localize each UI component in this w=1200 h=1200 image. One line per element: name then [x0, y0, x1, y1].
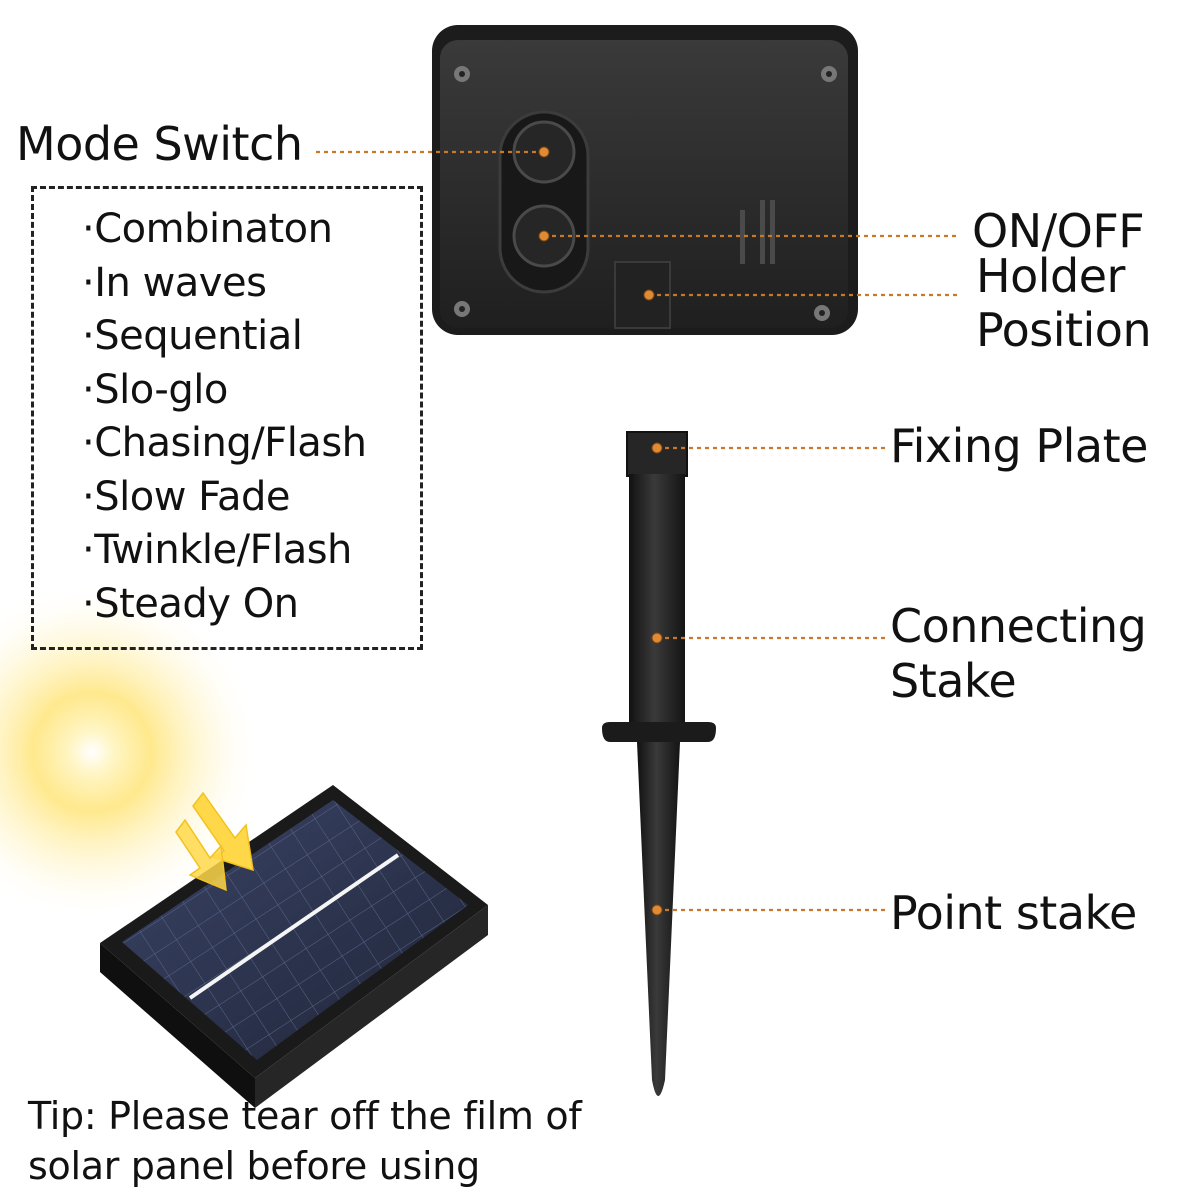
point-stake [637, 742, 680, 1096]
label-holder-line1: Holder [976, 249, 1125, 303]
controller-box [432, 25, 858, 335]
mode-item: ·Steady On [82, 580, 299, 627]
screw-icon [454, 66, 837, 321]
label-holder-line2: Position [976, 303, 1152, 357]
label-point-stake: Point stake [890, 886, 1137, 940]
connecting-stake [629, 474, 685, 736]
tip-line2: solar panel before using [28, 1144, 480, 1188]
mode-item: ·Chasing/Flash [82, 420, 367, 466]
callout-lines [316, 150, 958, 912]
label-on-off: ON/OFF [972, 204, 1145, 258]
mode-item: ·Combinaton [82, 206, 333, 252]
tip-line1: Tip: Please tear off the film of [28, 1094, 582, 1138]
mode-item: ·Twinkle/Flash [82, 527, 352, 573]
label-mode-switch: Mode Switch [16, 117, 303, 171]
modes-box: ·Combinaton ·In waves ·Sequential ·Slo-g… [31, 186, 423, 650]
holder-slot [614, 261, 671, 329]
solar-panel [100, 785, 488, 1108]
mode-item: ·Slow Fade [82, 473, 290, 520]
label-connecting-line2: Stake [890, 654, 1017, 708]
mode-item: ·Sequential [82, 313, 303, 359]
mode-item: ·Slo-glo [82, 366, 228, 413]
label-connecting-line1: Connecting [890, 599, 1147, 653]
mode-item: ·In waves [82, 259, 267, 306]
fixing-plate [626, 431, 688, 477]
stake-flange [602, 722, 716, 742]
modes-list: ·Combinaton ·In waves ·Sequential ·Slo-g… [82, 203, 367, 631]
stake [602, 431, 716, 1096]
arrow-rays-icon [175, 791, 254, 892]
label-fixing-plate: Fixing Plate [890, 419, 1148, 473]
callout-dot-icon [538, 146, 663, 916]
